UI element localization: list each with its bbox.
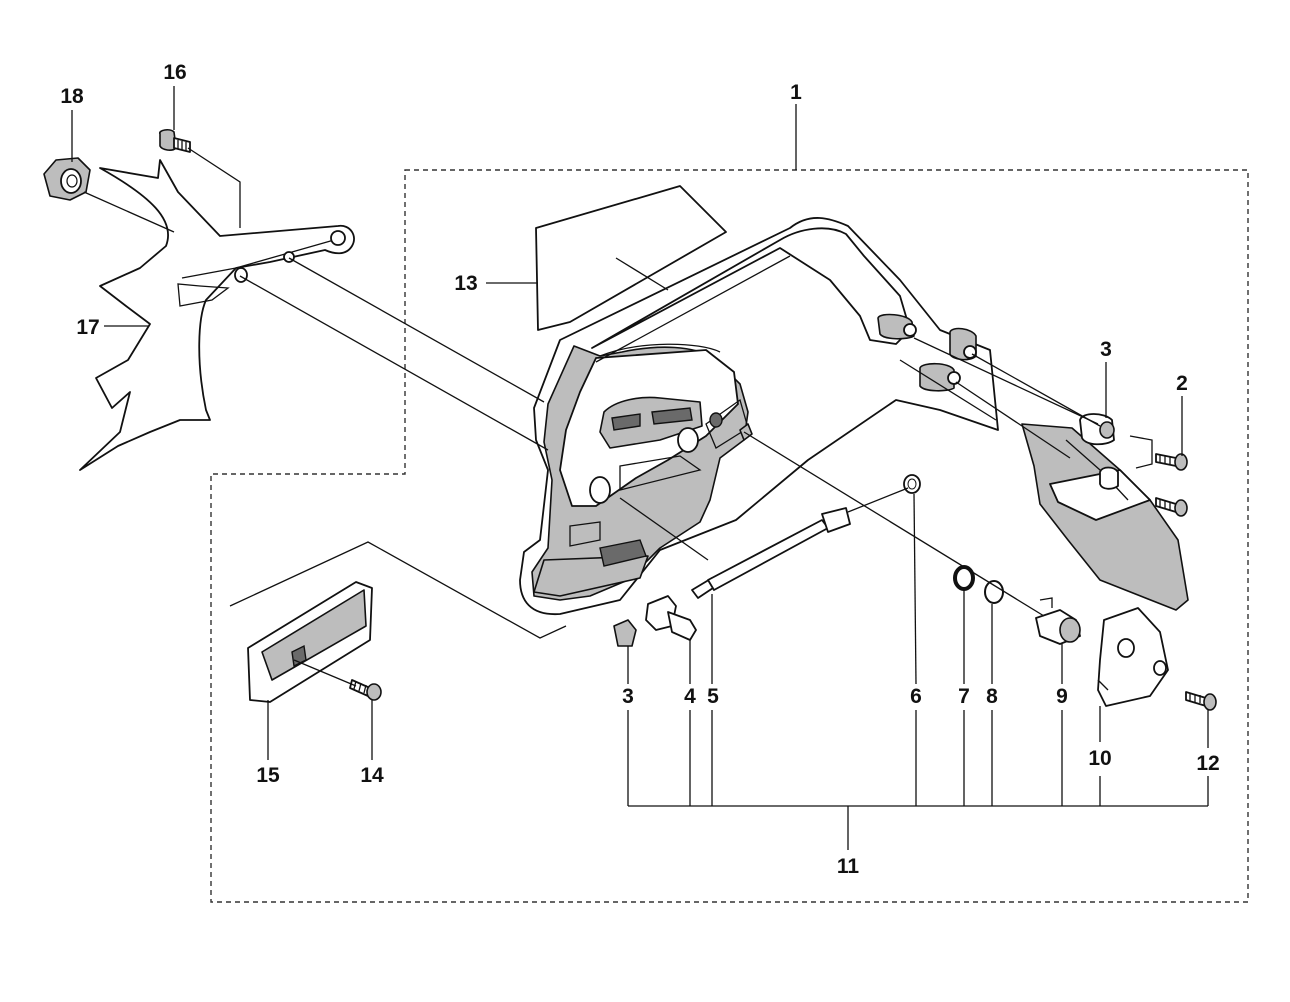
chain-guide-plate-part [247, 581, 373, 703]
callout-17: 17 [76, 316, 99, 339]
screw-14-part [349, 679, 382, 701]
nut-part [43, 157, 91, 201]
rod-5-part [691, 507, 851, 599]
callout-3-upper: 3 [1100, 338, 1112, 361]
callout-15: 15 [256, 764, 280, 787]
callout-6: 6 [910, 685, 922, 708]
callout-7: 7 [958, 685, 970, 708]
leader-lines [71, 86, 1209, 850]
nut-3-part [613, 619, 637, 647]
callout-2: 2 [1176, 372, 1188, 395]
callout-5: 5 [707, 685, 719, 708]
screw-2-part [1155, 453, 1188, 471]
washer-6-part [903, 474, 921, 494]
callout-labels: 1 2 3 3 4 5 6 7 8 9 10 11 12 13 14 15 16… [60, 61, 1219, 878]
knob-9-part [1035, 597, 1081, 645]
pin-4-part [645, 595, 697, 641]
right-side-cover-part [1021, 413, 1189, 611]
callout-16: 16 [163, 61, 186, 84]
callout-13: 13 [454, 272, 477, 295]
callout-1: 1 [790, 81, 802, 104]
screw-16-part [159, 129, 191, 153]
callout-14: 14 [360, 764, 384, 787]
callout-4: 4 [684, 685, 696, 708]
assembly-boundary [210, 169, 1249, 903]
callout-9: 9 [1056, 685, 1068, 708]
screw-12-part [1185, 691, 1217, 711]
bracket-10-part [1097, 607, 1169, 707]
callout-12: 12 [1196, 752, 1219, 775]
callout-11: 11 [837, 855, 860, 878]
callout-18: 18 [60, 85, 84, 108]
callout-10: 10 [1088, 747, 1111, 770]
callout-3-lower: 3 [622, 685, 634, 708]
chain-brake-housing-part [519, 217, 999, 615]
washer-8-part [984, 580, 1004, 604]
callout-8: 8 [986, 685, 998, 708]
bumper-spike-part [79, 159, 355, 471]
screw-2b-part [1155, 497, 1188, 517]
